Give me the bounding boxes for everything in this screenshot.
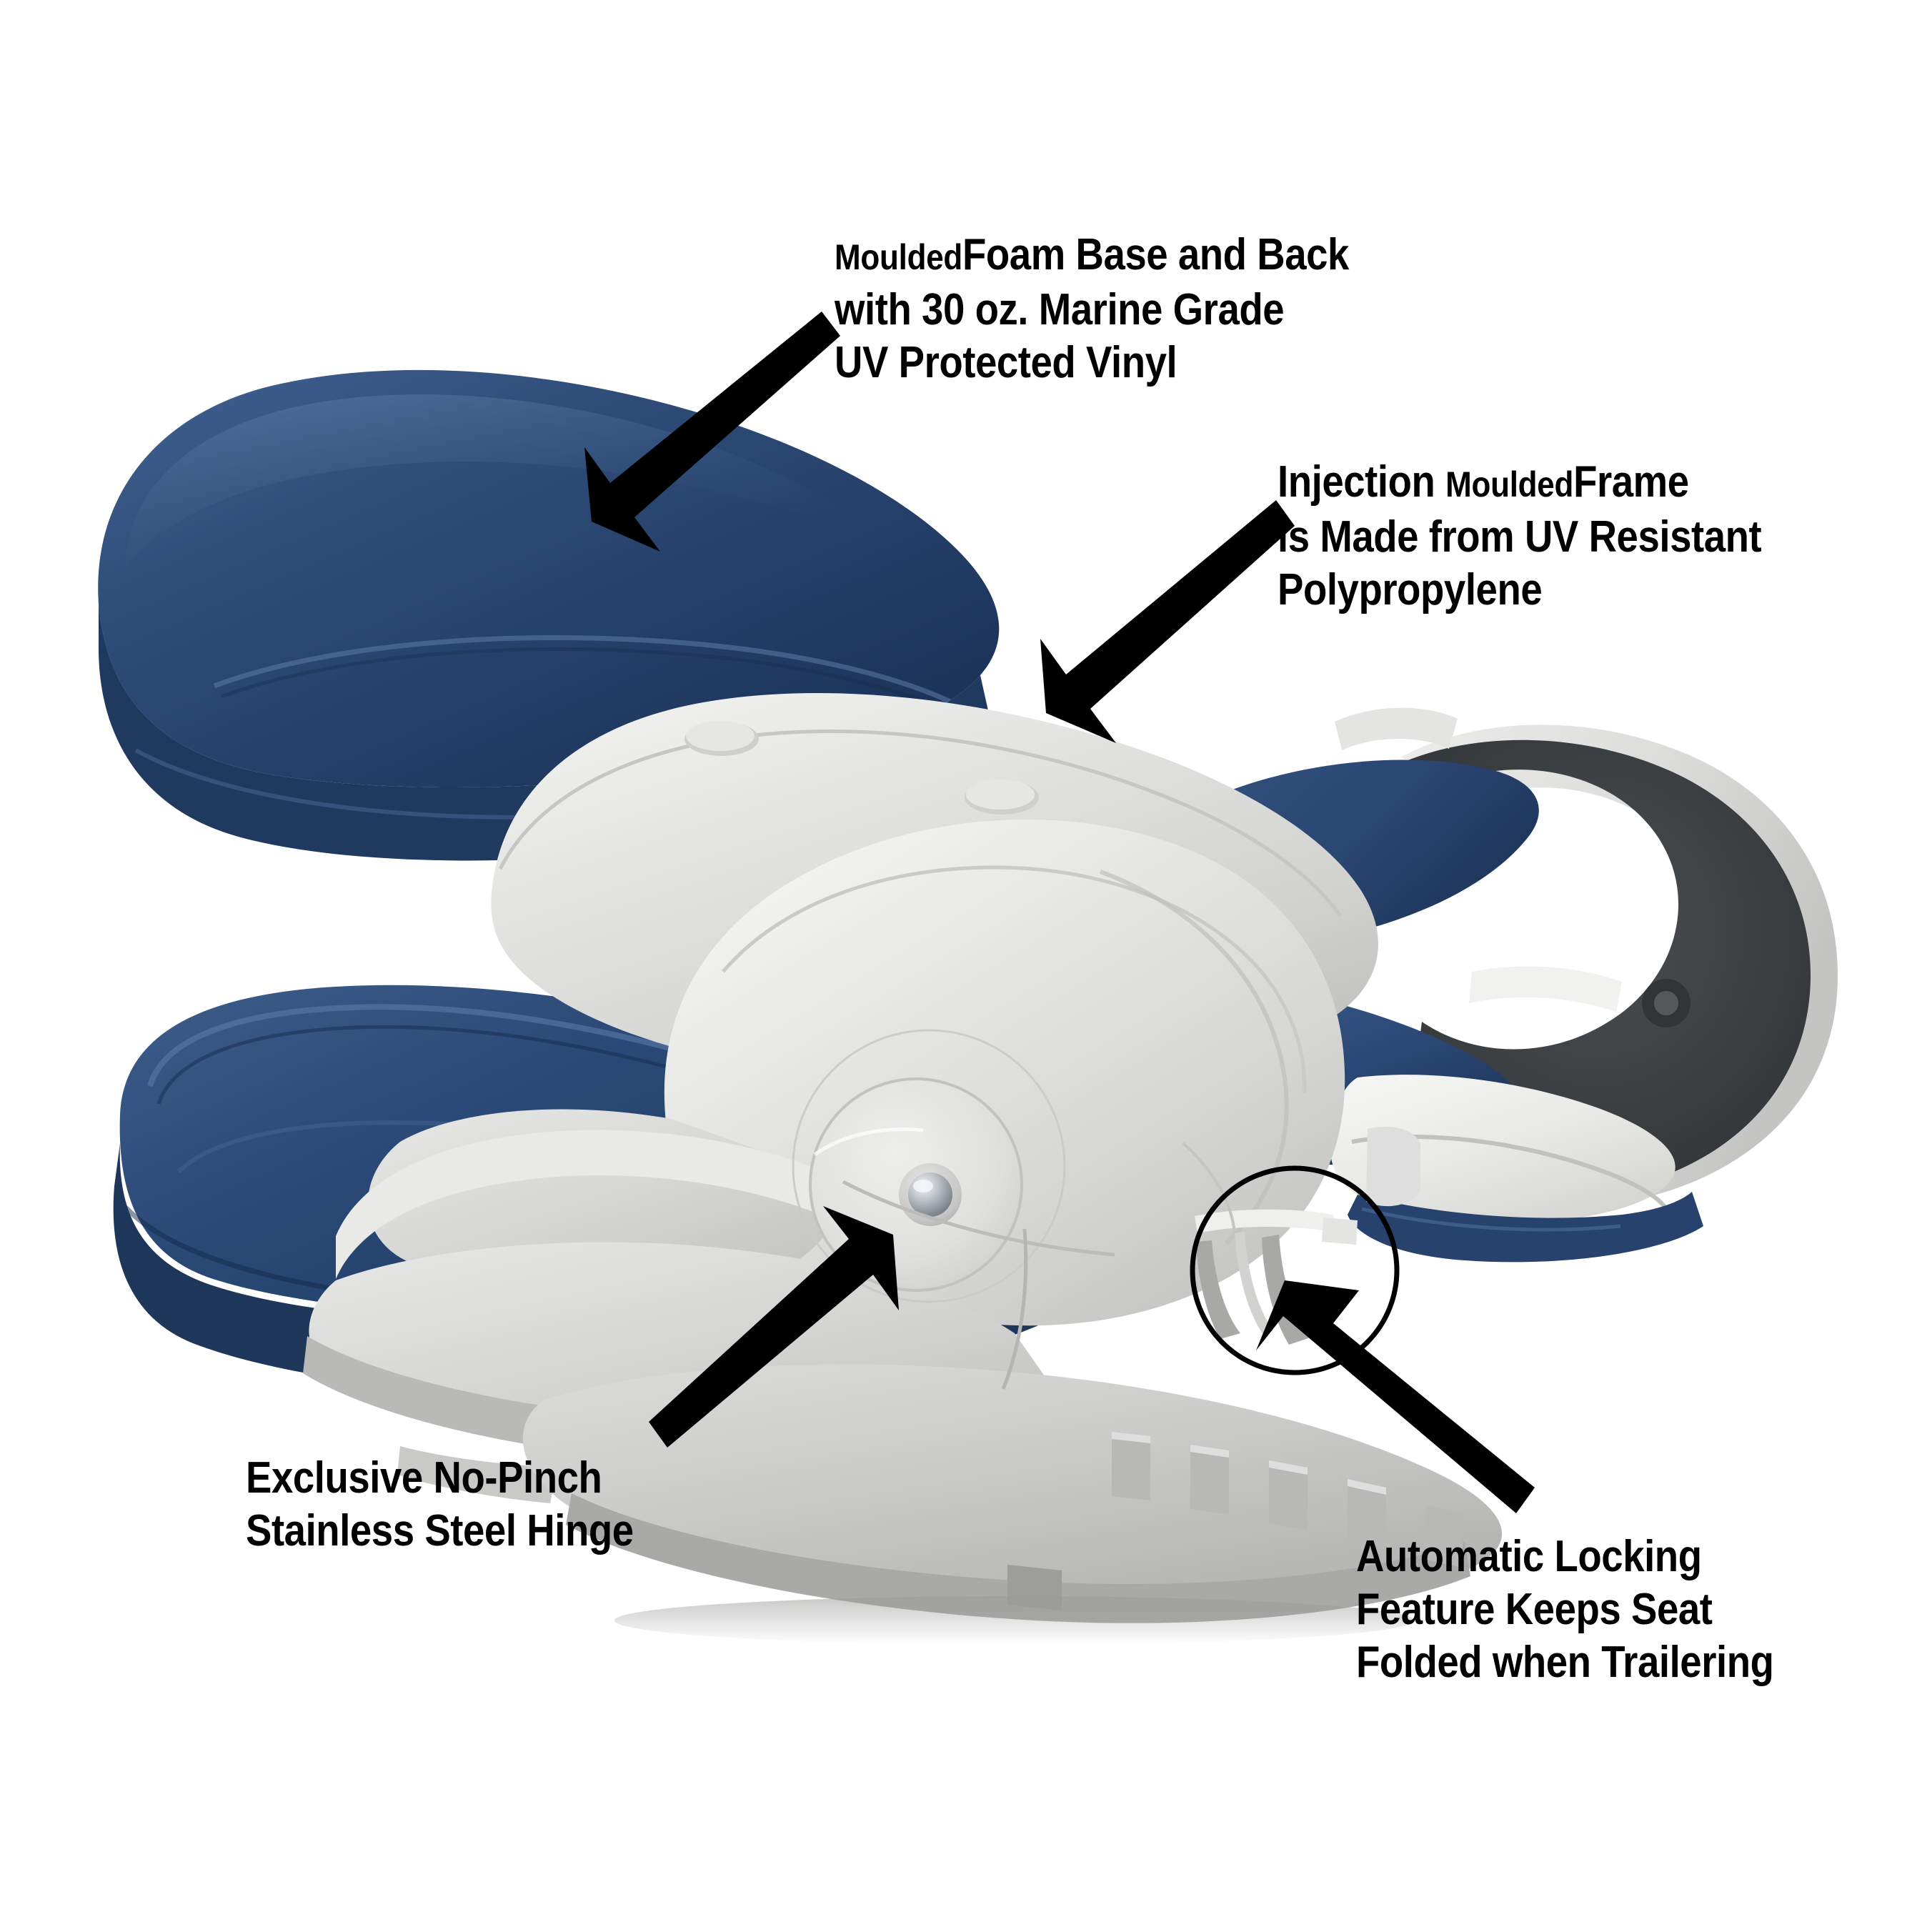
callout-large-word: Foam Base and Back bbox=[962, 230, 1349, 279]
callout-line: Stainless Steel Hinge bbox=[246, 1506, 634, 1555]
frame-top-nub bbox=[1335, 707, 1458, 750]
callout-small-word: Moulded bbox=[1445, 464, 1574, 504]
callout-line: Feature Keeps Seat bbox=[1356, 1585, 1713, 1634]
automatic-locking-callout: Automatic Locking Feature Keeps Seat Fol… bbox=[1356, 1530, 1831, 1689]
callout-large-word: Frame bbox=[1573, 457, 1689, 507]
callout-line: is Made from UV Resistant bbox=[1278, 512, 1762, 562]
callout-line: Exclusive No-Pinch bbox=[246, 1453, 602, 1503]
callout-small-word: Moulded bbox=[835, 237, 963, 277]
stainless-steel-hinge-callout: Exclusive No-Pinch Stainless Steel Hinge bbox=[246, 1452, 687, 1558]
moulded-foam-vinyl-callout: MouldedFoam Base and Back with 30 oz. Ma… bbox=[835, 229, 1419, 389]
callout-line: Polypropylene bbox=[1278, 565, 1543, 614]
callout-line: Automatic Locking bbox=[1356, 1532, 1702, 1581]
callout-line: with 30 oz. Marine Grade bbox=[835, 285, 1285, 334]
contact-shadow bbox=[614, 1596, 1415, 1645]
injection-moulded-frame-callout: Injection MouldedFrame is Made from UV R… bbox=[1278, 456, 1828, 617]
callout-line: UV Protected Vinyl bbox=[835, 338, 1177, 387]
callout-pre-word: Injection bbox=[1278, 457, 1446, 507]
frame-latch-tab bbox=[1366, 1126, 1420, 1207]
callout-line: Injection MouldedFrame bbox=[1278, 456, 1761, 511]
callout-line: MouldedFoam Base and Back bbox=[835, 229, 1349, 284]
callout-line: Folded when Trailering bbox=[1356, 1638, 1774, 1687]
